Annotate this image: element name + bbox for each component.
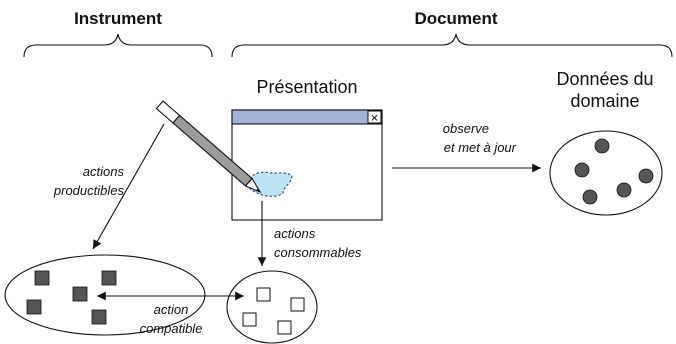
consumable-square bbox=[242, 312, 257, 327]
productible-label-line2: productibles bbox=[53, 183, 125, 198]
instrument-heading: Instrument bbox=[74, 9, 162, 28]
domain-data-title-line2: domaine bbox=[570, 91, 639, 111]
presentation-title: Présentation bbox=[256, 77, 357, 97]
consumable-actions-ellipse bbox=[226, 270, 318, 344]
document-heading: Document bbox=[414, 9, 497, 28]
window-close-button[interactable] bbox=[367, 110, 382, 124]
domain-object bbox=[616, 182, 632, 198]
domain-data-title-line1: Données du bbox=[556, 69, 653, 89]
document-brace bbox=[231, 33, 673, 58]
domain-object bbox=[638, 168, 654, 184]
productible-label-line1: actions bbox=[83, 164, 125, 179]
selection-blob bbox=[248, 171, 293, 197]
consumable-action-squares bbox=[242, 287, 305, 335]
compatible-label-line1: action bbox=[154, 302, 189, 317]
domain-data-circles bbox=[574, 138, 654, 205]
consumable-square bbox=[277, 320, 292, 335]
productible-action-squares bbox=[26, 270, 117, 325]
window-titlebar bbox=[231, 109, 383, 125]
domain-object bbox=[594, 138, 610, 154]
observe-label-line1: observe bbox=[443, 121, 489, 136]
consumable-label-line2: consommables bbox=[274, 245, 362, 260]
productible-square bbox=[26, 299, 42, 315]
productible-actions-arrow bbox=[92, 123, 165, 250]
domain-data-ellipse bbox=[549, 130, 663, 216]
observe-label-line2: et met à jour bbox=[444, 140, 517, 155]
pencil-icon bbox=[155, 100, 262, 194]
instrument-brace bbox=[23, 33, 213, 58]
consumable-square bbox=[256, 287, 271, 302]
consumable-label-line1: actions bbox=[274, 226, 316, 241]
presentation-window: ✕ bbox=[231, 109, 383, 221]
productible-square bbox=[91, 309, 107, 325]
productible-square bbox=[101, 270, 117, 286]
domain-object bbox=[582, 189, 598, 205]
productible-square bbox=[72, 286, 88, 302]
consumable-square bbox=[290, 297, 305, 312]
compatible-label-line2: compatible bbox=[140, 321, 203, 336]
close-icon: ✕ bbox=[370, 114, 378, 125]
productible-square bbox=[34, 270, 50, 286]
domain-object bbox=[574, 162, 590, 178]
